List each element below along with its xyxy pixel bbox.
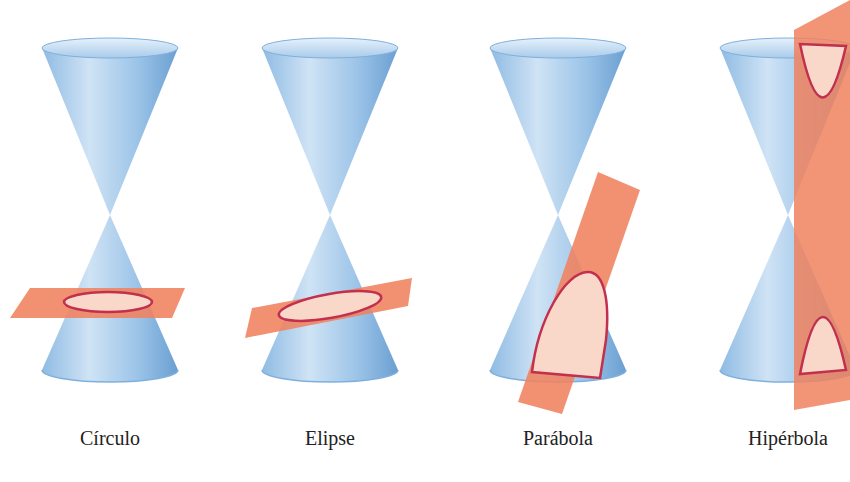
upper-nappe <box>262 48 398 215</box>
double-cone <box>42 38 178 382</box>
conic-label: Hipérbola <box>748 427 828 450</box>
upper-nappe <box>42 48 178 215</box>
parabola-section <box>518 172 640 414</box>
ellipse-section <box>245 278 412 338</box>
cone-rim <box>262 370 398 382</box>
cone-rim <box>42 370 178 382</box>
conic-label: Círculo <box>80 427 140 450</box>
conic-label: Elipse <box>305 427 355 450</box>
hyperbola-section <box>794 0 850 410</box>
conic-label: Parábola <box>523 427 593 450</box>
cone-top <box>262 38 398 58</box>
cone-top <box>490 38 626 58</box>
lower-nappe <box>262 215 398 382</box>
circle-section <box>10 288 185 318</box>
double-cones <box>42 38 850 382</box>
cone-top <box>42 38 178 58</box>
